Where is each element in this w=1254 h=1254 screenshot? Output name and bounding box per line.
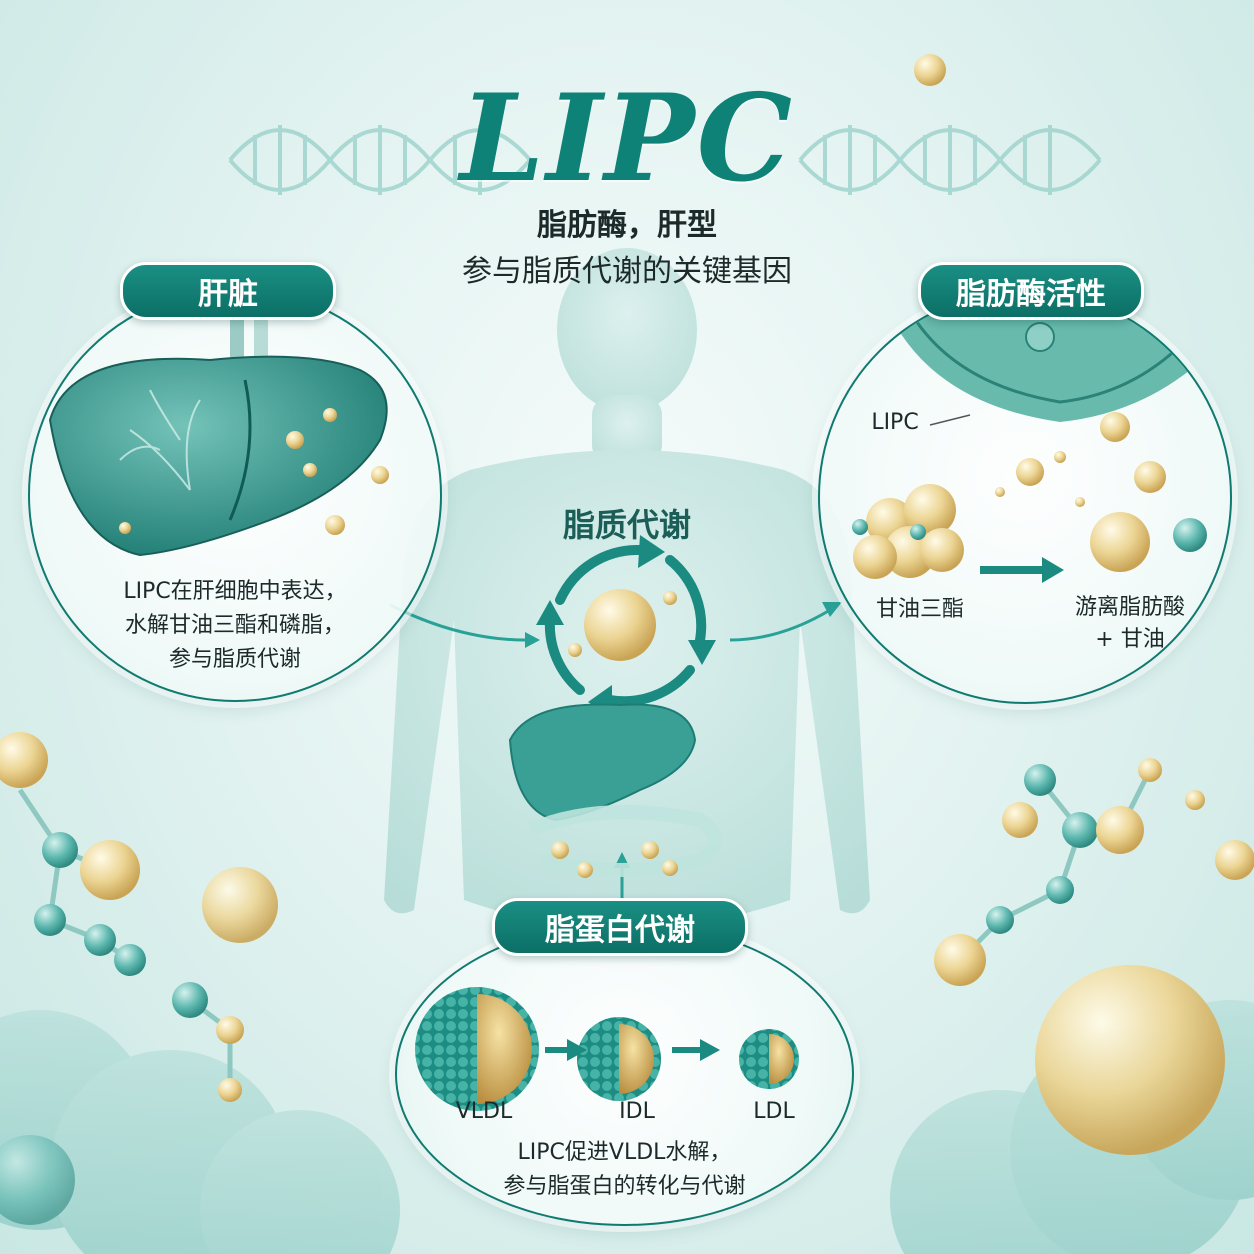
product-line: 游离脂肪酸 <box>1074 595 1185 620</box>
cycle-arrow-head <box>638 535 665 568</box>
lipid-droplet <box>568 643 582 657</box>
molecule-atom <box>986 906 1014 934</box>
molecule-atom <box>1185 790 1205 810</box>
lipid-droplet <box>551 841 569 859</box>
liver-illustration <box>48 310 389 557</box>
lipid-metabolism-label: 脂质代谢 <box>562 506 691 544</box>
molecule-atom <box>0 1135 75 1225</box>
lipoprotein-illustration <box>415 987 799 1111</box>
lipid-droplet <box>663 591 677 605</box>
caption-line: 水解甘油三酯和磷脂， <box>124 613 345 638</box>
lipid-droplet <box>584 589 656 661</box>
product-line: + 甘油 <box>1095 627 1165 652</box>
molecule-atom <box>1035 965 1225 1155</box>
liver-label: 肝脏 <box>120 262 336 320</box>
liver-panel: LIPC在肝细胞中表达， 水解甘油三酯和磷脂， 参与脂质代谢 <box>28 288 442 702</box>
center-liver <box>508 703 697 822</box>
lipase-panel: LIPC 甘油三酯 游离脂肪酸 + 甘油 <box>818 290 1232 704</box>
molecule-atom <box>216 1016 244 1044</box>
molecule-atom <box>172 982 208 1018</box>
molecule-atom <box>1138 758 1162 782</box>
lipid-droplet <box>641 841 659 859</box>
lipoprotein-caption: LIPC促进VLDL水解， 参与脂蛋白的转化与代谢 <box>457 1136 792 1204</box>
gene-description: 参与脂质代谢的关键基因 <box>462 254 792 289</box>
lipase-illustration <box>852 292 1230 583</box>
metabolism-cycle <box>544 544 707 707</box>
caption-line: LIPC促进VLDL水解， <box>517 1140 732 1165</box>
molecule-atom <box>1024 764 1056 796</box>
molecule-atom <box>42 832 78 868</box>
molecule-atom <box>202 867 278 943</box>
caption-line: 参与脂质代谢 <box>168 647 301 672</box>
molecule-atom <box>34 904 66 936</box>
stage-vldl: VLDL <box>455 1099 513 1124</box>
molecule-atom <box>80 840 140 900</box>
dna-helix-right <box>798 125 1102 195</box>
gene-title: LIPC <box>459 68 795 209</box>
product-label: 游离脂肪酸 + 甘油 <box>1045 592 1215 656</box>
caption-line: LIPC在肝细胞中表达， <box>123 579 347 604</box>
lipid-droplet <box>577 862 593 878</box>
dna-helix-left <box>228 125 532 195</box>
molecule-atom <box>1215 840 1254 880</box>
molecule-atom <box>914 54 946 86</box>
substrate-label: 甘油三酯 <box>875 597 964 622</box>
liver-caption: LIPC在肝细胞中表达， 水解甘油三酯和磷脂， 参与脂质代谢 <box>70 575 400 677</box>
gene-subtitle: 脂肪酶，肝型 <box>537 208 717 243</box>
enzyme-label: LIPC <box>871 410 919 435</box>
molecule-atom <box>0 732 48 788</box>
molecule-atom <box>114 944 146 976</box>
molecule-atom <box>1002 802 1038 838</box>
lipid-droplet <box>662 860 678 876</box>
stage-idl: IDL <box>619 1099 655 1124</box>
caption-line: 参与脂蛋白的转化与代谢 <box>503 1174 746 1199</box>
molecule-atom <box>1062 812 1098 848</box>
cycle-arrow-head <box>688 640 716 665</box>
arrow-head <box>525 632 540 648</box>
molecule-atom <box>934 934 986 986</box>
lipoprotein-metabolism-label: 脂蛋白代谢 <box>492 898 748 956</box>
human-silhouette <box>384 248 870 930</box>
intestine <box>527 805 722 877</box>
arrow-head <box>822 602 842 617</box>
molecule-atom <box>1096 806 1144 854</box>
molecule-atom <box>84 924 116 956</box>
stage-ldl: LDL <box>753 1099 795 1124</box>
molecule-right <box>958 768 1153 962</box>
lipase-activity-label: 脂肪酶活性 <box>918 262 1144 320</box>
cycle-arrow-head <box>536 600 564 625</box>
lipoprotein-panel: VLDL IDL LDL LIPC促进VLDL水解， 参与脂蛋白的转化与代谢 <box>395 922 854 1226</box>
molecule-atom <box>218 1078 242 1102</box>
molecule-atom <box>1046 876 1074 904</box>
